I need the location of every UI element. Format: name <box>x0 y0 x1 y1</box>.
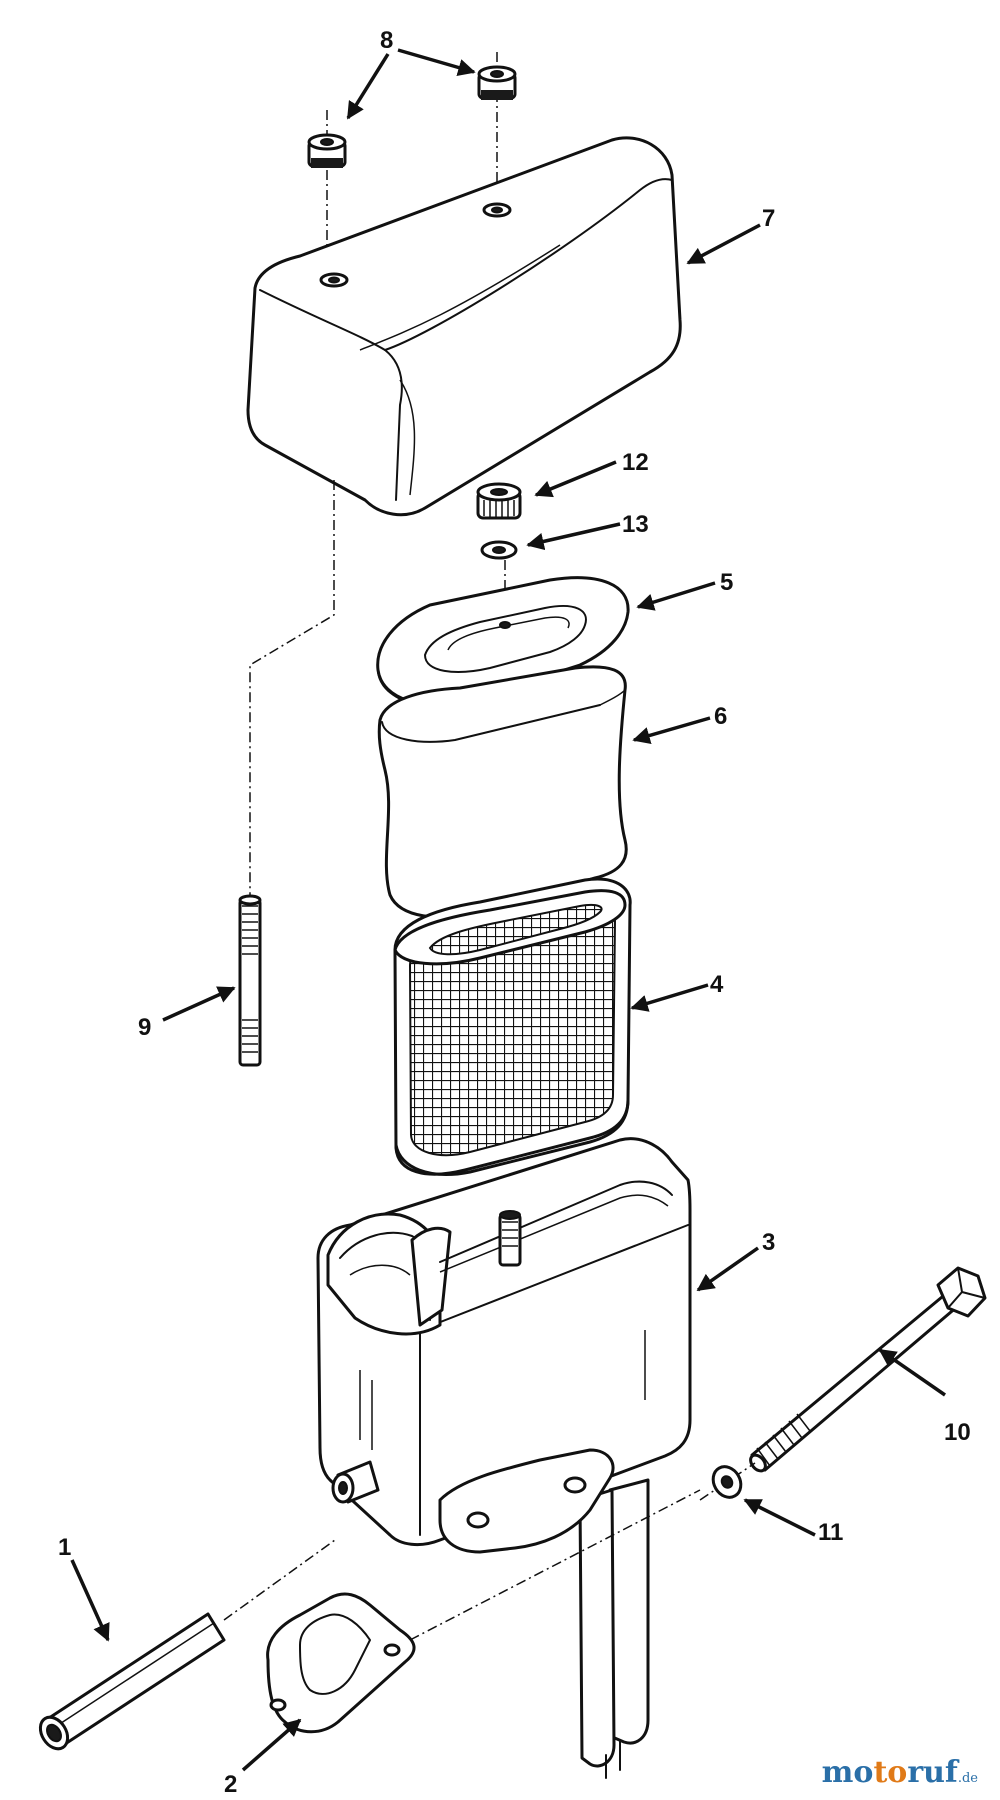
watermark-logo: motoruf.de <box>822 1755 978 1790</box>
callout-1: 1 <box>58 1534 71 1561</box>
stud-center-line <box>249 480 335 900</box>
part-hose <box>38 1612 226 1751</box>
part-filter-element <box>393 877 632 1176</box>
callout-10: 10 <box>944 1419 971 1446</box>
callout-7: 7 <box>762 205 775 232</box>
part-gasket <box>266 1592 416 1734</box>
callout-arrows <box>70 48 946 1772</box>
part-knob-right <box>477 52 517 210</box>
watermark-tld: .de <box>957 1771 978 1786</box>
callout-3: 3 <box>762 1229 775 1256</box>
callout-2: 2 <box>224 1771 237 1798</box>
callout-8: 8 <box>380 27 393 54</box>
watermark-part-3: ruf <box>907 1755 958 1790</box>
part-washer-large <box>711 1465 743 1499</box>
part-stud <box>238 894 262 1067</box>
gasket-axis <box>409 1489 701 1641</box>
part-wing-nut <box>476 482 522 520</box>
callout-13: 13 <box>622 511 649 538</box>
callout-12: 12 <box>622 449 649 476</box>
watermark-part-1: mo <box>821 1755 874 1790</box>
part-washer-small <box>480 540 518 560</box>
callout-9: 9 <box>138 1014 151 1041</box>
callout-11: 11 <box>818 1519 843 1546</box>
callout-4: 4 <box>710 971 724 998</box>
part-cover <box>246 136 682 517</box>
inlet-axis <box>223 1539 336 1621</box>
part-base-housing <box>316 1137 692 1779</box>
part-knob-left <box>307 110 347 280</box>
watermark-part-2: to <box>873 1755 908 1790</box>
callout-5: 5 <box>720 569 733 596</box>
callout-6: 6 <box>714 703 727 730</box>
part-long-bolt <box>749 1266 987 1473</box>
part-precleaner <box>377 665 628 919</box>
bolt-axis <box>699 1462 756 1501</box>
